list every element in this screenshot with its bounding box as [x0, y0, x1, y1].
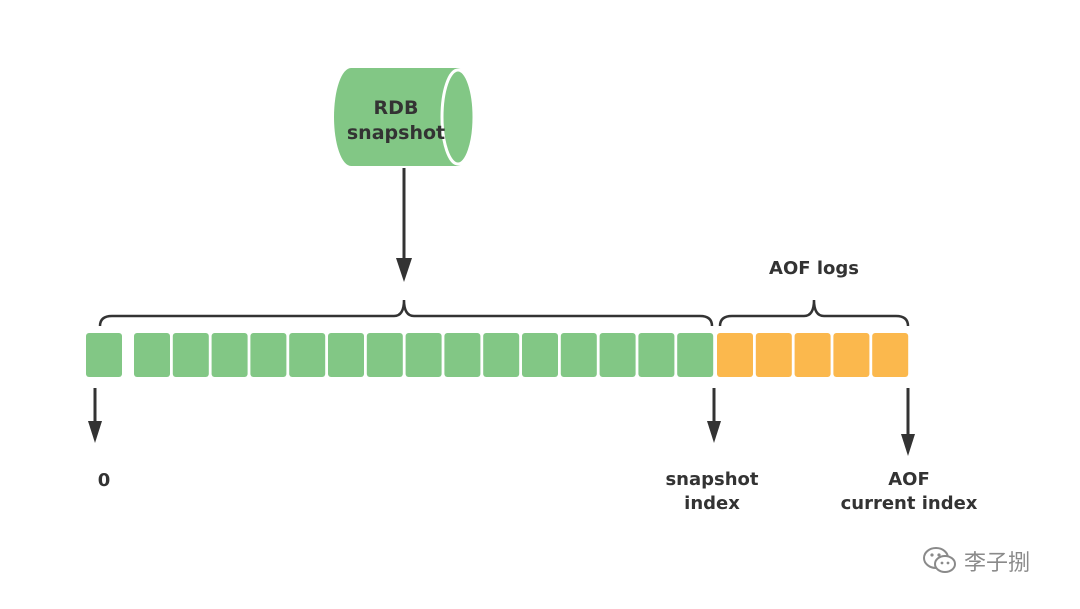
- aof-current-index-arrow: [901, 388, 915, 456]
- snapshot-log-entry: [599, 333, 636, 377]
- aof-logs-label: AOF logs: [769, 258, 859, 279]
- rdb-snapshot-cylinder: [334, 68, 476, 166]
- aof-current-index-line2: current index: [840, 493, 978, 514]
- wechat-icon: [923, 547, 956, 573]
- snapshot-log-entry: [444, 333, 481, 377]
- aof-current-index-line1: AOF: [888, 469, 930, 490]
- aof-log-entry: [717, 333, 753, 377]
- snapshot-log-entry: [483, 333, 520, 377]
- snapshot-log-entry: [211, 333, 248, 377]
- snapshot-log-entry: [560, 333, 597, 377]
- snapshot-log-entry: [405, 333, 442, 377]
- rdb-snapshot-line2: snapshot: [346, 122, 446, 144]
- snapshot-log-entry: [289, 333, 326, 377]
- aof-log-entry: [872, 333, 909, 377]
- aof-log-entry: [833, 333, 870, 377]
- snapshot-log-entry: [638, 333, 675, 377]
- aof-current-index-label: AOF current index: [834, 468, 984, 516]
- snapshot-index-line2: index: [684, 493, 740, 514]
- rdb-snapshot-label: RDB snapshot: [336, 96, 456, 146]
- watermark: 李子捌: [922, 545, 1030, 577]
- snapshot-log-entry: [172, 333, 209, 377]
- watermark-text: 李子捌: [964, 551, 1031, 576]
- zero-arrow: [88, 388, 102, 443]
- log-entries: [86, 333, 909, 377]
- snapshot-log-entry: [328, 333, 364, 377]
- snapshot-index-line1: snapshot: [665, 469, 759, 490]
- snapshot-log-entry: [522, 333, 558, 377]
- snapshot-log-entry: [86, 333, 122, 377]
- snapshot-brace: [98, 299, 714, 327]
- snapshot-log-entry: [250, 333, 287, 377]
- snapshot-index-label: snapshot index: [652, 468, 772, 516]
- zero-marker-label: 0: [97, 470, 111, 491]
- snapshot-log-entry: [366, 333, 403, 377]
- snapshot-down-arrow: [396, 168, 412, 282]
- snapshot-log-entry: [677, 333, 714, 377]
- aof-log-entry: [794, 333, 831, 377]
- rdb-snapshot-line1: RDB: [373, 97, 419, 119]
- aof-logs-brace: [718, 299, 910, 327]
- snapshot-log-entry: [134, 333, 170, 377]
- aof-log-entry: [755, 333, 792, 377]
- snapshot-index-arrow: [707, 388, 721, 443]
